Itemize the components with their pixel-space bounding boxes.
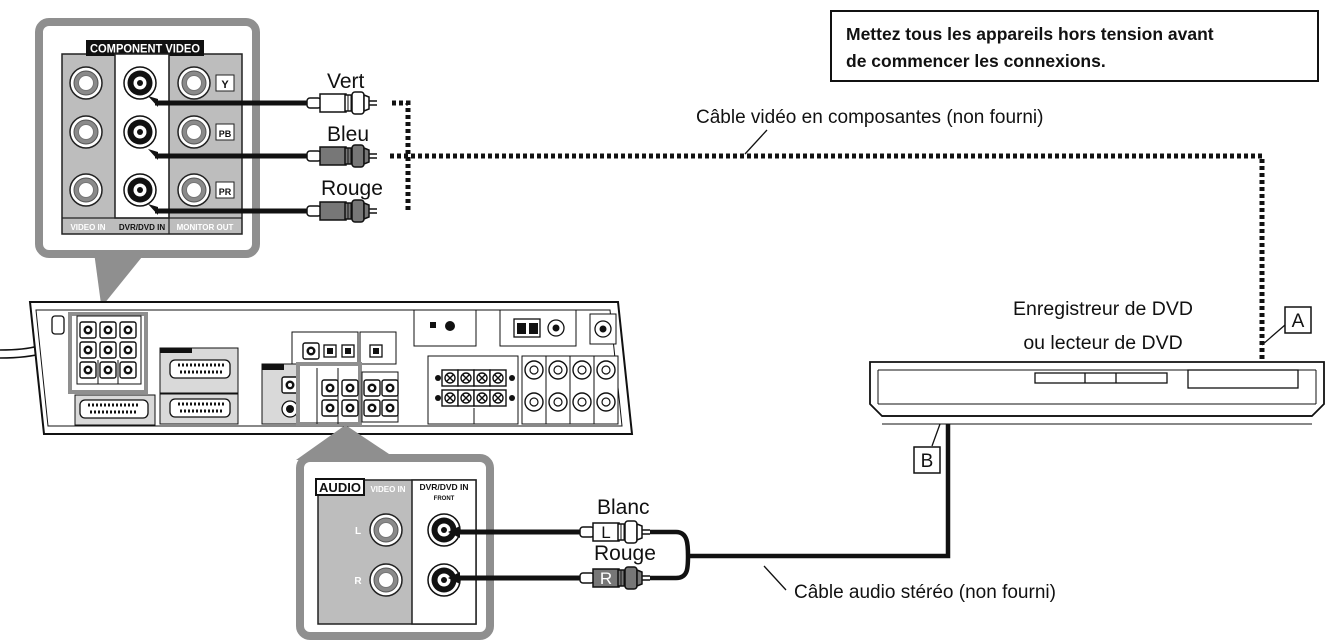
audio-plug-label-l: L: [601, 523, 610, 542]
video-in-jack-pb: [69, 115, 103, 149]
device-marker-b: B: [921, 451, 934, 472]
device-name-line-2: ou lecteur de DVD: [1023, 332, 1182, 354]
video-in-jack-pr: [69, 173, 103, 207]
audio-title: AUDIO: [319, 480, 361, 495]
audio-color-blanc: Blanc: [597, 496, 650, 519]
power-off-notice: Mettez tous les appareils hors tension a…: [830, 10, 1319, 82]
row-label-pb: PB: [219, 129, 232, 139]
video-color-vert: Vert: [327, 70, 365, 93]
dvr-dvd-in-jack-y: [123, 66, 157, 100]
component-video-cable: Vert Bleu Rouge Câble vidéo en composant…: [148, 70, 1265, 375]
audio-video-in-jack-l: [369, 513, 403, 547]
audio-row-label-l: L: [355, 526, 361, 537]
video-plug-blue: [306, 144, 378, 168]
component-video-callout: COMPONENT VIDEO Y PB PR VIDEO IN DVR/DVD…: [35, 18, 260, 304]
dvr-dvd-in-jack-pb: [123, 115, 157, 149]
audio-color-rouge: Rouge: [594, 542, 656, 565]
video-plug-red: [306, 199, 378, 223]
row-label-y: Y: [221, 79, 229, 91]
audio-cable-label: Câble audio stéréo (non fourni): [794, 582, 1056, 603]
col-label-monitor-out: MONITOR OUT: [177, 223, 234, 232]
notice-line-1: Mettez tous les appareils hors tension a…: [846, 24, 1214, 44]
audio-video-in-jack-r: [369, 563, 403, 597]
device-name-line-1: Enregistreur de DVD: [1013, 298, 1193, 320]
col-label-video-in: VIDEO IN: [70, 223, 105, 232]
video-cable-dotted-path: [390, 100, 1265, 375]
device-marker-a: A: [1292, 311, 1305, 332]
audio-plug-white: [579, 520, 651, 544]
dvr-dvd-in-jack-pr: [123, 173, 157, 207]
stereo-audio-cable: L R Blanc Rouge Câble audio stéréo (non …: [448, 424, 1056, 603]
video-color-rouge: Rouge: [321, 177, 383, 200]
receiver-rear-panel: [0, 301, 634, 435]
audio-plug-label-r: R: [600, 569, 612, 588]
audio-row-label-r: R: [354, 576, 362, 587]
component-video-title: COMPONENT VIDEO: [90, 42, 200, 56]
monitor-out-jack-pr: [177, 173, 211, 207]
dvd-recorder-device: Enregistreur de DVD ou lecteur de DVD B …: [869, 298, 1325, 474]
audio-cable-path: [650, 424, 951, 581]
row-label-pr: PR: [219, 187, 232, 197]
video-in-jack-y: [69, 66, 103, 100]
monitor-out-jack-pb: [177, 115, 211, 149]
audio-video-in-label: VIDEO IN: [370, 485, 405, 494]
video-color-bleu: Bleu: [327, 123, 369, 146]
component-callout-pointer: [94, 252, 146, 304]
component-title-bg: [86, 40, 204, 56]
audio-plug-red: [579, 566, 651, 590]
col-label-dvr-dvd-in: DVR/DVD IN: [119, 223, 165, 232]
monitor-out-jack-y: [177, 66, 211, 100]
notice-line-2: de commencer les connexions.: [846, 51, 1106, 71]
video-cable-label: Câble vidéo en composantes (non fourni): [696, 107, 1043, 128]
video-plug-green: [306, 91, 378, 115]
audio-front-label: FRONT: [434, 496, 455, 502]
audio-callout: AUDIO VIDEO IN DVR/DVD IN FRONT L R: [296, 426, 494, 640]
audio-callout-pointer: [296, 426, 398, 460]
audio-dvr-dvd-in-label: DVR/DVD IN: [419, 482, 468, 492]
